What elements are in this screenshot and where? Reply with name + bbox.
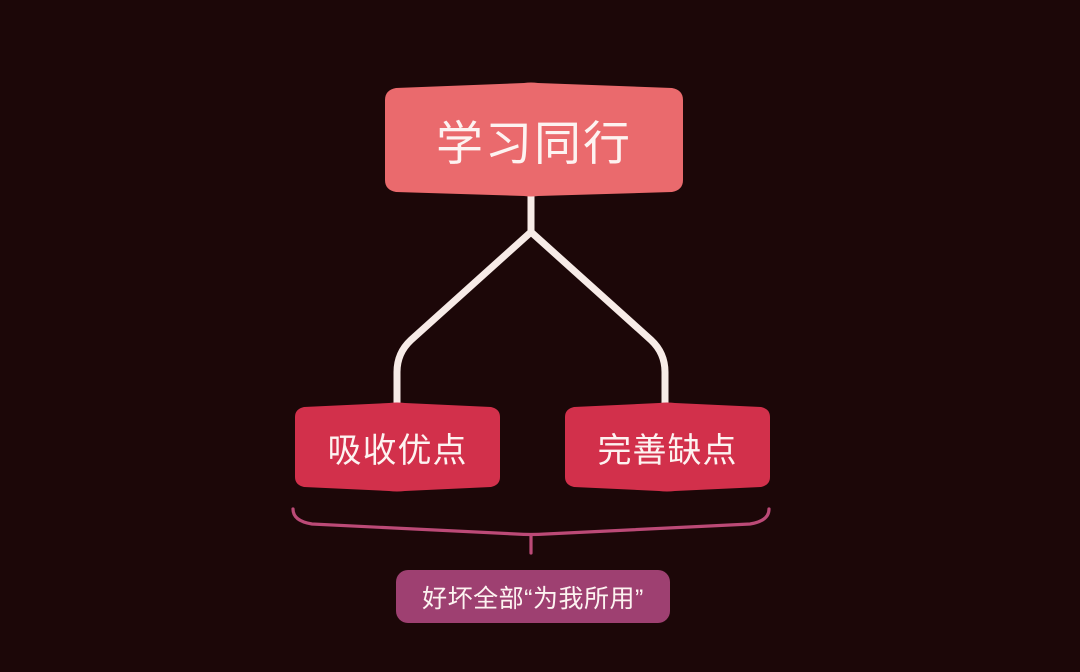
root-node-shape[interactable] — [385, 82, 683, 197]
brace-connector — [291, 507, 771, 537]
connector-to-left-child — [393, 228, 535, 408]
connector-to-right-child — [527, 228, 669, 408]
left-child-node-shape[interactable] — [295, 402, 500, 492]
right-child-node-shape[interactable] — [565, 402, 770, 492]
summary-box-shape[interactable] — [396, 570, 670, 623]
